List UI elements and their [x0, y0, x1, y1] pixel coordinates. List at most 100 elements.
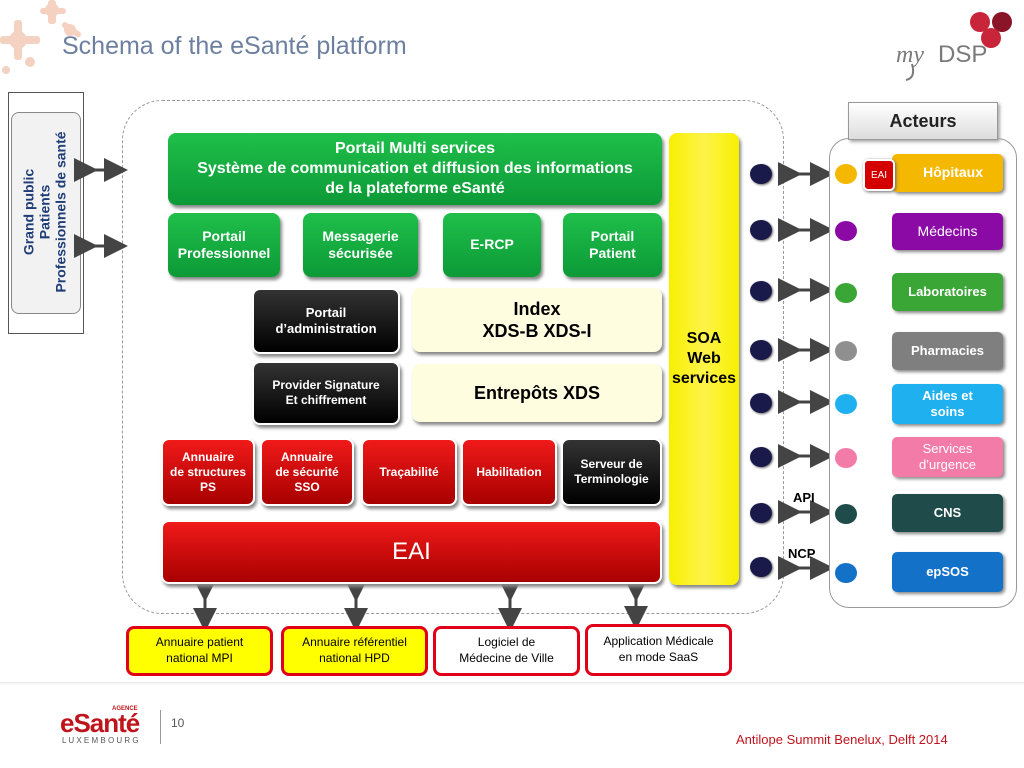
page-number: 10	[171, 716, 185, 730]
actor-dot-epsos	[835, 563, 857, 583]
service-port-dot	[750, 503, 772, 523]
row2-3-l2: Patient	[589, 245, 636, 261]
r5-1-l3: SSO	[294, 479, 320, 494]
r5-0-l2: de structures	[169, 464, 247, 479]
index-l2: XDS-B XDS-I	[482, 321, 592, 341]
actor-cns: CNS	[892, 494, 1003, 532]
row2-3-l1: Portail	[590, 227, 635, 244]
api-label: API	[793, 490, 815, 505]
actor-dot-cns	[835, 504, 857, 524]
portail-multi-line1: Portail Multi services	[334, 140, 496, 157]
soa-l1: SOA	[686, 330, 722, 347]
habilitation: Habilitation	[461, 438, 557, 506]
service-port-dot	[750, 281, 772, 301]
ext2-l2: Médecine de Ville	[459, 651, 554, 665]
actor-dot-pharmacies	[835, 341, 857, 361]
r5-1-l1: Annuaire	[280, 449, 333, 464]
actors-title: Acteurs	[848, 102, 998, 140]
snowflake-decoration-icon	[0, 0, 81, 74]
actor-dot-hopitaux	[835, 164, 857, 184]
ext1-l1: Annuaire référentiel	[302, 635, 407, 650]
serveur-l1: Serveur de	[580, 457, 643, 471]
svg-text:my: my	[896, 42, 924, 68]
r5-0-l3: PS	[199, 479, 216, 494]
ext0-l2: national MPI	[166, 651, 233, 665]
footer-separator	[0, 682, 1024, 685]
actor-aides-soins: Aides et soins	[892, 384, 1003, 424]
actor-pharmacies: Pharmacies	[892, 332, 1003, 370]
actor-medecins: Médecins	[892, 213, 1003, 250]
actor-epsos: epSOS	[892, 552, 1003, 592]
e-rcp: E-RCP	[443, 213, 541, 277]
soa-l2: Web	[687, 350, 721, 367]
actor-dot-laboratoires	[835, 283, 857, 303]
r5-1-l2: de sécurité	[275, 464, 339, 479]
row2-0-l2: Professionnel	[177, 245, 271, 261]
label-patients: Patients	[37, 184, 53, 240]
portail-multi-services: Portail Multi services Système de commun…	[168, 133, 662, 205]
ext3-l1: Application Médicale	[603, 634, 714, 649]
esante-luxembourg: L U X E M B O U R G	[62, 736, 139, 745]
actor-urgence: Services d’urgence	[892, 437, 1003, 477]
tracabilite: Traçabilité	[361, 438, 457, 506]
service-port-dot	[750, 340, 772, 360]
label-grand-public: Grand public	[21, 168, 37, 256]
soa-l3: services	[671, 370, 737, 387]
row2-1-l2: sécurisée	[328, 245, 393, 261]
index-l1: Index	[513, 298, 561, 319]
ext0-l1: Annuaire patient	[155, 635, 244, 650]
label-professionnels: Professionnels de santé	[53, 131, 69, 293]
r5-3-l1: Habilitation	[476, 464, 542, 479]
portail-multi-line3: de la plateforme eSanté	[325, 180, 505, 197]
r5-2-l1: Traçabilité	[379, 464, 439, 479]
ext2-l1: Logiciel de	[477, 635, 536, 650]
ext3-l2: en mode SaaS	[618, 650, 699, 664]
entrepots-xds: Entrepôts XDS	[412, 364, 662, 422]
esante-agence: AGENCE	[112, 706, 138, 712]
svg-text:DSP: DSP	[938, 41, 987, 68]
serveur-l2: Terminologie	[574, 472, 649, 486]
actor-dot-urgence	[835, 448, 857, 468]
row2-2-l1: E-RCP	[470, 236, 514, 253]
ncp-label: NCP	[788, 546, 816, 561]
admin-l1: Portail	[305, 304, 347, 320]
service-port-dot	[750, 447, 772, 467]
provider-l2: Et chiffrement	[285, 393, 367, 407]
page-title: Schema of the eSanté platform	[62, 32, 407, 60]
actors-panel	[829, 138, 1017, 608]
actor-dot-medecins	[835, 221, 857, 241]
public-group-label: Grand public Patients Professionnels de …	[11, 112, 79, 312]
portail-multi-line2: Système de communication et diffusion de…	[197, 160, 633, 177]
admin-l2: d’administration	[275, 321, 377, 336]
actor-dot-aides-soins	[835, 394, 857, 414]
eai-bar: EAI	[161, 520, 662, 584]
ext1-l2: national HPD	[319, 651, 390, 665]
mydsp-logo-icon: my DSP	[896, 12, 1012, 81]
actor-laboratoires: Laboratoires	[892, 273, 1003, 311]
service-port-dot	[750, 557, 772, 577]
public-group-box	[11, 112, 81, 314]
footer-divider	[160, 710, 161, 744]
service-port-dot	[750, 220, 772, 240]
provider-l1: Provider Signature	[272, 378, 380, 392]
actor-hopitaux: Hôpitaux	[892, 154, 1003, 192]
row2-0-l1: Portail	[202, 227, 246, 244]
r5-0-l1: Annuaire	[181, 449, 234, 464]
service-port-dot	[750, 164, 772, 184]
row2-1-l1: Messagerie	[322, 227, 399, 244]
event-label: Antilope Summit Benelux, Delft 2014	[736, 732, 948, 747]
eai-badge: EAI	[863, 159, 895, 191]
